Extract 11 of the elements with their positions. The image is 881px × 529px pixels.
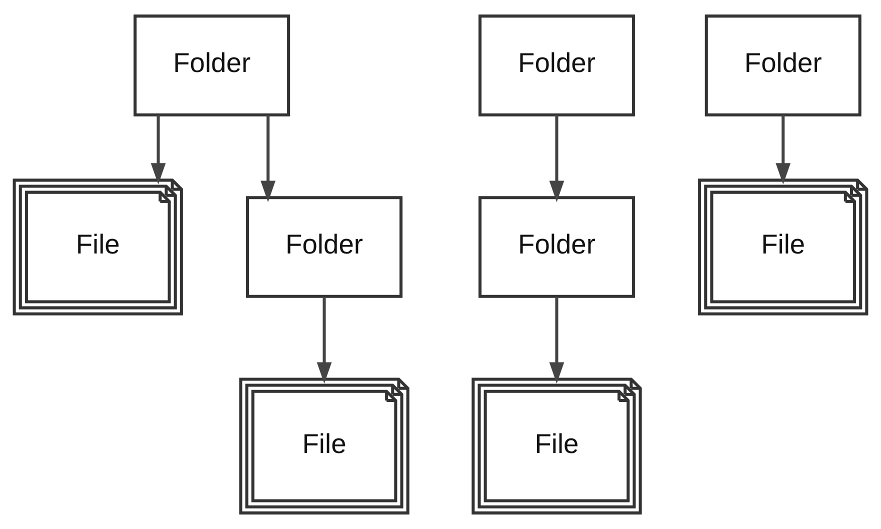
arrow — [549, 296, 564, 384]
arrow — [316, 296, 332, 384]
arrow — [549, 115, 564, 202]
node-box: Folder — [478, 14, 635, 116]
arrow — [150, 115, 166, 184]
arrow — [776, 115, 791, 184]
arrow — [260, 115, 276, 202]
node-box: Folder — [478, 196, 635, 298]
node-box: Folder — [134, 14, 290, 116]
node-box: Folder — [704, 14, 862, 116]
node-box: Folder — [246, 196, 403, 298]
